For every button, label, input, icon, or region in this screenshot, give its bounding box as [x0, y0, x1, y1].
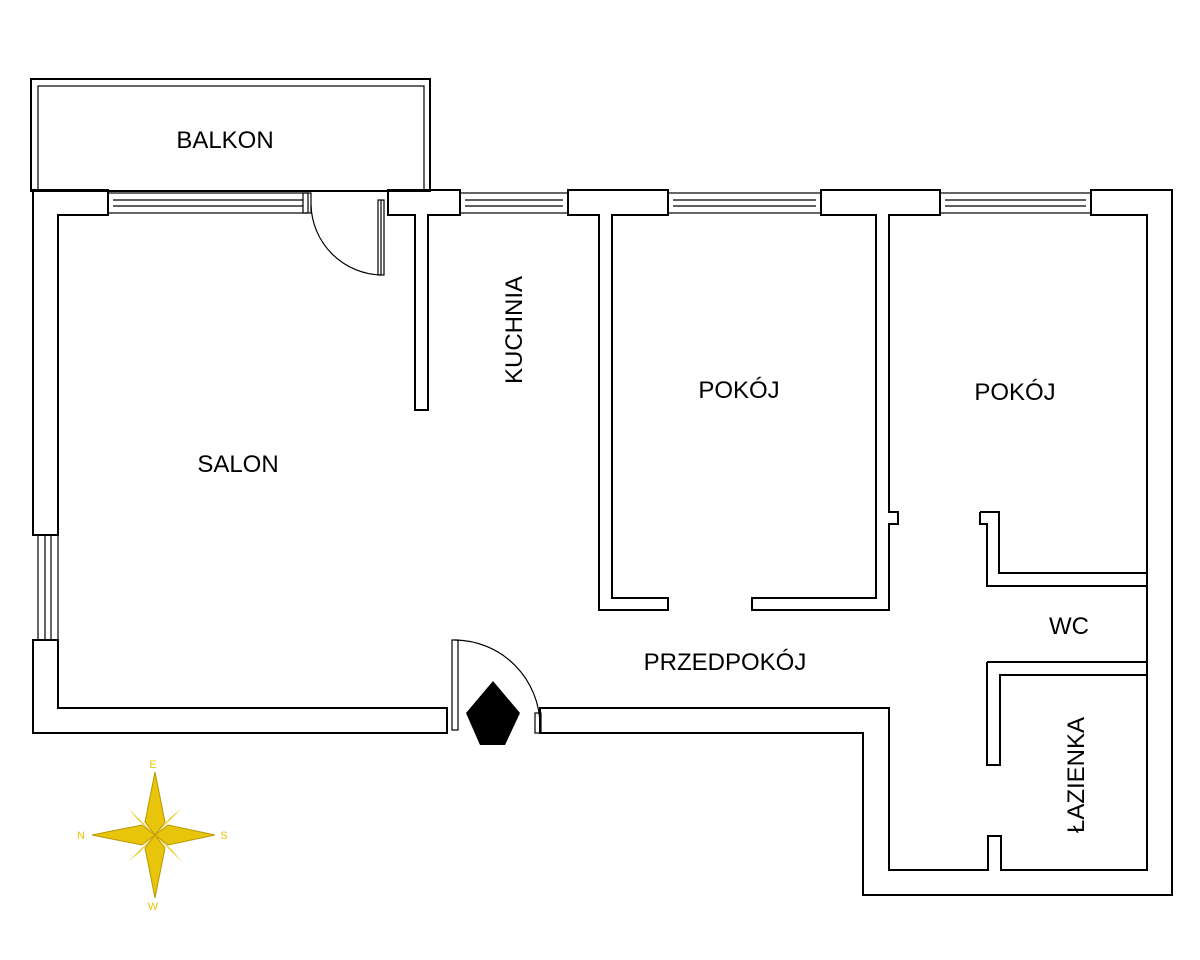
label-lazienka: ŁAZIENKA — [1063, 717, 1090, 833]
label-kuchnia: KUCHNIA — [501, 276, 528, 384]
label-pokoj-2: POKÓJ — [974, 379, 1055, 406]
label-wc: WC — [1049, 613, 1089, 640]
window-kitchen — [459, 192, 569, 214]
entrance-door — [451, 639, 542, 734]
compass-north-label: N — [77, 830, 85, 842]
window-room-1 — [667, 192, 822, 214]
outer-wall-west — [32, 189, 448, 734]
label-przedpokoj: PRZEDPOKÓJ — [644, 649, 807, 676]
balcony-door — [310, 199, 385, 276]
label-salon: SALON — [197, 451, 278, 478]
label-pokoj-1: POKÓJ — [698, 377, 779, 404]
internal-walls — [979, 511, 1147, 766]
compass-east-label: E — [149, 759, 156, 771]
compass-rose-icon: E N S W — [77, 759, 228, 913]
balcony-outline — [30, 78, 431, 192]
outer-wall-north — [107, 189, 1092, 611]
window-salon — [107, 192, 309, 214]
outer-wall-east — [539, 189, 1173, 896]
label-balkon: BALKON — [176, 127, 273, 154]
entrance-diamond-icon — [466, 681, 520, 745]
window-room-2 — [939, 192, 1092, 214]
window-west — [37, 534, 59, 641]
compass-west-label: W — [148, 901, 159, 913]
compass-south-label: S — [220, 830, 227, 842]
